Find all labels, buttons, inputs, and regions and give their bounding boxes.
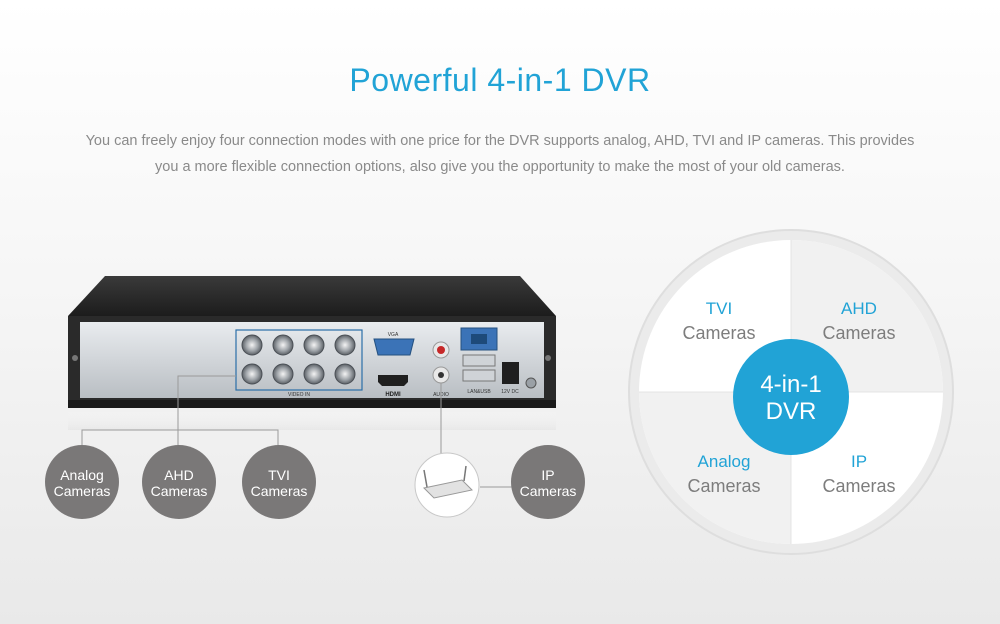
router-icon (422, 479, 474, 499)
dvr-top-cover (68, 276, 556, 316)
bnc-connector-icon (241, 334, 263, 356)
vga-port: VGA (373, 332, 415, 356)
lan-socket-icon (471, 334, 487, 344)
wheel-ip-label: IP (851, 452, 867, 471)
badge-analog: Analog Cameras (45, 445, 119, 519)
badge-line2: Cameras (151, 483, 208, 499)
badge-line2: Cameras (251, 483, 308, 499)
audio-in-center-icon (437, 346, 445, 354)
hdmi-port-icon (378, 375, 408, 386)
compatibility-wheel: TVI Cameras AHD Cameras Analog Cameras I… (628, 229, 954, 555)
power-port: 12V DC (501, 362, 537, 395)
usb-port-icon (462, 369, 496, 382)
wheel-ahd-label: AHD (841, 299, 877, 318)
wheel-center-line2: DVR (766, 398, 817, 425)
connector-lines (81, 375, 512, 488)
screw-icon (545, 355, 551, 361)
lan-usb-label: LAN&USB (467, 389, 491, 395)
page-title: Powerful 4-in-1 DVR (349, 62, 651, 98)
ground-screw-icon (525, 377, 537, 389)
badge-line1: Analog (60, 467, 104, 483)
dvr-reflection (68, 410, 556, 430)
video-in-label: VIDEO IN (288, 392, 310, 398)
dvr-device: VIDEO IN VGA HDMI AUDIO LAN&USB (68, 276, 556, 430)
usb-port-icon (462, 354, 496, 367)
wheel-center-badge (733, 339, 849, 455)
badge-line2: Cameras (54, 483, 111, 499)
lan-usb-ports: LAN&USB (460, 327, 498, 395)
router-antenna-icon (463, 465, 467, 482)
hdmi-label: HDMI (385, 392, 401, 398)
badge-tvi: TVI Cameras (242, 445, 316, 519)
router-antenna-icon (423, 469, 428, 488)
screw-icon (72, 355, 78, 361)
bnc-connector-icon (272, 363, 294, 385)
wheel-analog-label: Analog (698, 452, 751, 471)
badge-line2: Cameras (520, 483, 577, 499)
bnc-connector-icon (272, 334, 294, 356)
power-jack-icon (502, 362, 519, 384)
wheel-tvi-label: TVI (706, 299, 732, 318)
router-device (414, 452, 480, 518)
bnc-connector-icon (303, 363, 325, 385)
wheel-analog-sub: Cameras (687, 476, 760, 496)
description-line: You can freely enjoy four connection mod… (85, 133, 915, 149)
bnc-connector-icon (241, 363, 263, 385)
video-in-block: VIDEO IN (235, 329, 363, 398)
dvr-base (68, 400, 556, 408)
badge-ip: IP Cameras (511, 445, 585, 519)
vga-port-icon (373, 338, 415, 356)
video-in-frame (235, 329, 363, 391)
wheel-center-line1: 4-in-1 (760, 371, 821, 398)
hdmi-port: HDMI (378, 375, 408, 398)
badge-line1: AHD (164, 467, 194, 483)
badge-ahd: AHD Cameras (142, 445, 216, 519)
vga-label: VGA (388, 332, 399, 338)
audio-out-center-icon (438, 372, 444, 378)
description: You can freely enjoy four connection mod… (70, 128, 930, 180)
wheel-ip-sub: Cameras (822, 476, 895, 496)
badge-line1: IP (541, 467, 554, 483)
description-line: you a more flexible connection options, … (155, 159, 845, 175)
badge-line1: TVI (268, 467, 290, 483)
wheel-tvi-sub: Cameras (682, 323, 755, 343)
bnc-connector-icon (334, 363, 356, 385)
bnc-connector-icon (303, 334, 325, 356)
bnc-connector-icon (334, 334, 356, 356)
wheel-ahd-sub: Cameras (822, 323, 895, 343)
power-label: 12V DC (501, 389, 519, 395)
bnc-connectors (241, 334, 356, 385)
